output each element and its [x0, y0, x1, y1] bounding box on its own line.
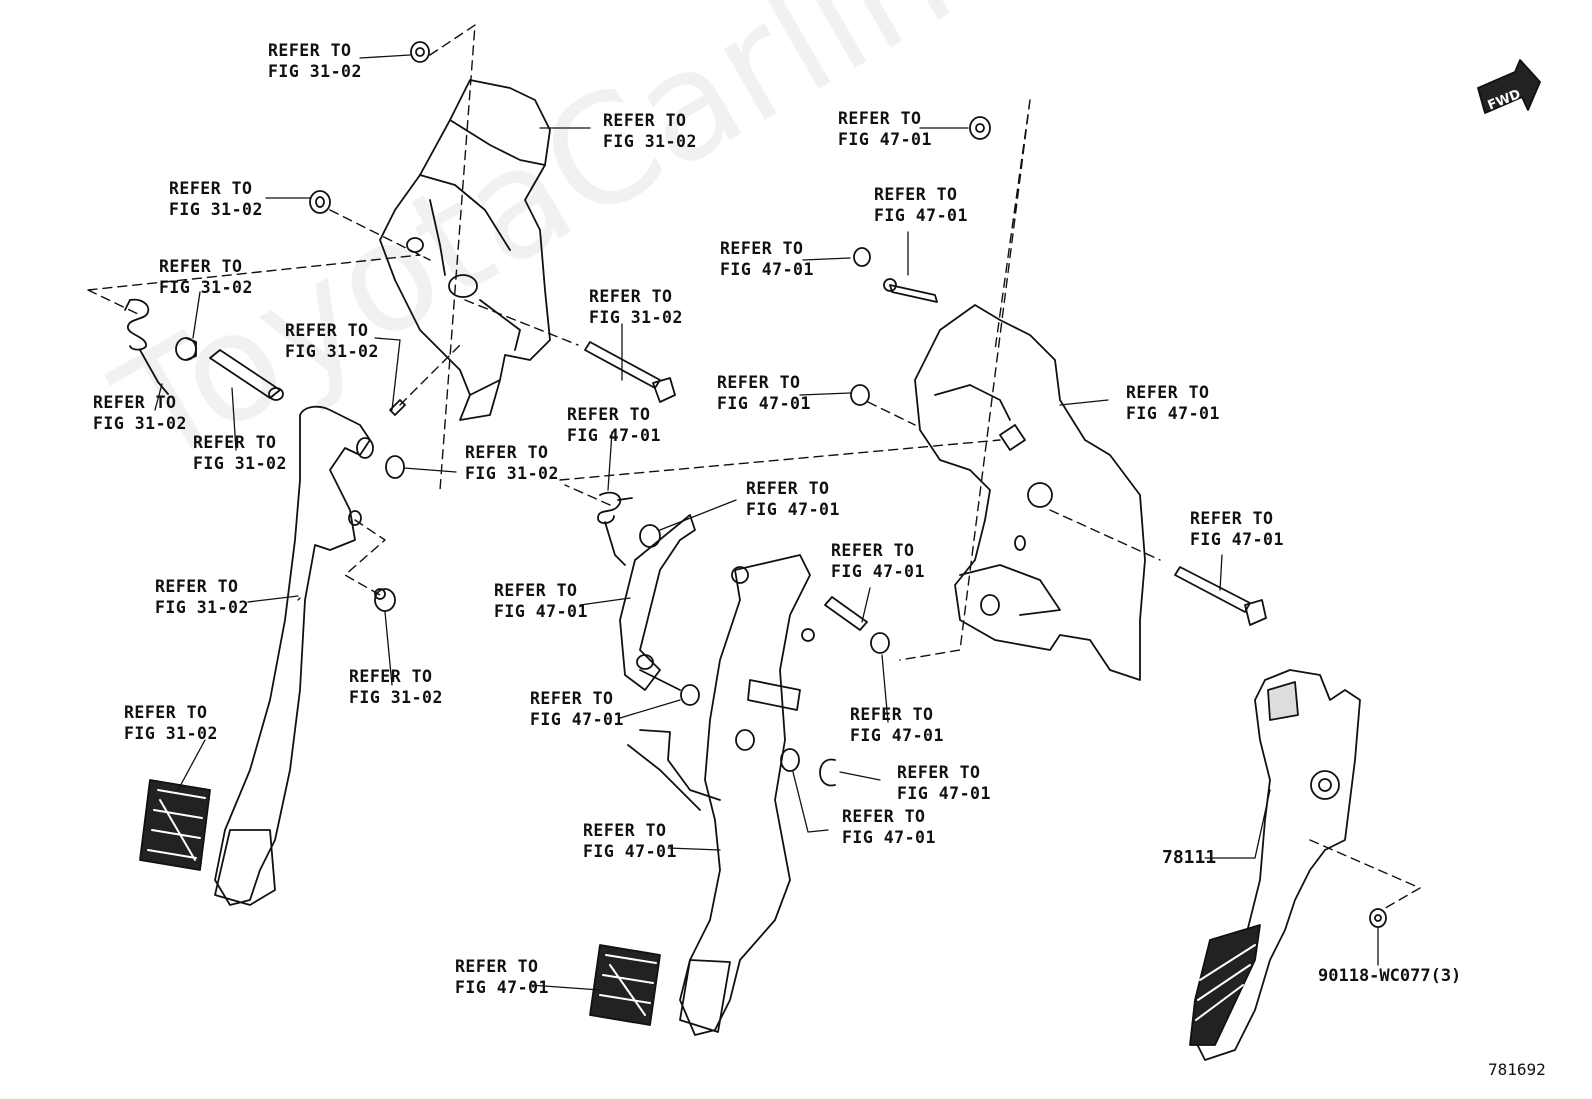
- clip-shape: [374, 588, 396, 612]
- clutch-pad-shape: [139, 779, 211, 871]
- brake-pedal-shape: [627, 554, 815, 1036]
- part-number-accel-pedal[interactable]: 78111: [1162, 847, 1217, 868]
- accelerator-pedal-shape: [1189, 669, 1361, 1061]
- clip-shape: [819, 758, 836, 787]
- brake-pad-shape: [589, 944, 661, 1026]
- nut-shape: [309, 190, 331, 214]
- collar-shape: [385, 455, 405, 479]
- bushing-shape: [680, 684, 700, 706]
- screw-shape: [389, 399, 406, 416]
- pin-shape: [209, 349, 284, 401]
- bushing-shape: [780, 748, 800, 772]
- fwd-arrow-icon: FWD: [1477, 59, 1541, 114]
- illustration-number: 781692: [1488, 1060, 1546, 1079]
- pin-shape: [824, 596, 890, 654]
- bolt-shape: [584, 341, 676, 403]
- nut-shape: [969, 116, 991, 140]
- bushing-shape: [175, 337, 197, 361]
- clutch-pedal-shape: [214, 405, 374, 906]
- brake-link-shape: [619, 514, 696, 691]
- brake-bracket-shape: [914, 304, 1146, 681]
- bushing-shape: [639, 524, 661, 548]
- spring-shape: [124, 298, 169, 395]
- nut-shape: [853, 247, 871, 267]
- spring-shape: [597, 491, 633, 566]
- part-number-nut[interactable]: 90118-WC077(3): [1318, 966, 1462, 986]
- nut-shape: [1369, 908, 1387, 928]
- clutch-bracket-shape: [379, 79, 551, 421]
- bolt-shape: [1174, 566, 1267, 626]
- nut-shape: [850, 384, 870, 406]
- nut-shape: [410, 41, 430, 63]
- bolt-shape: [883, 278, 938, 303]
